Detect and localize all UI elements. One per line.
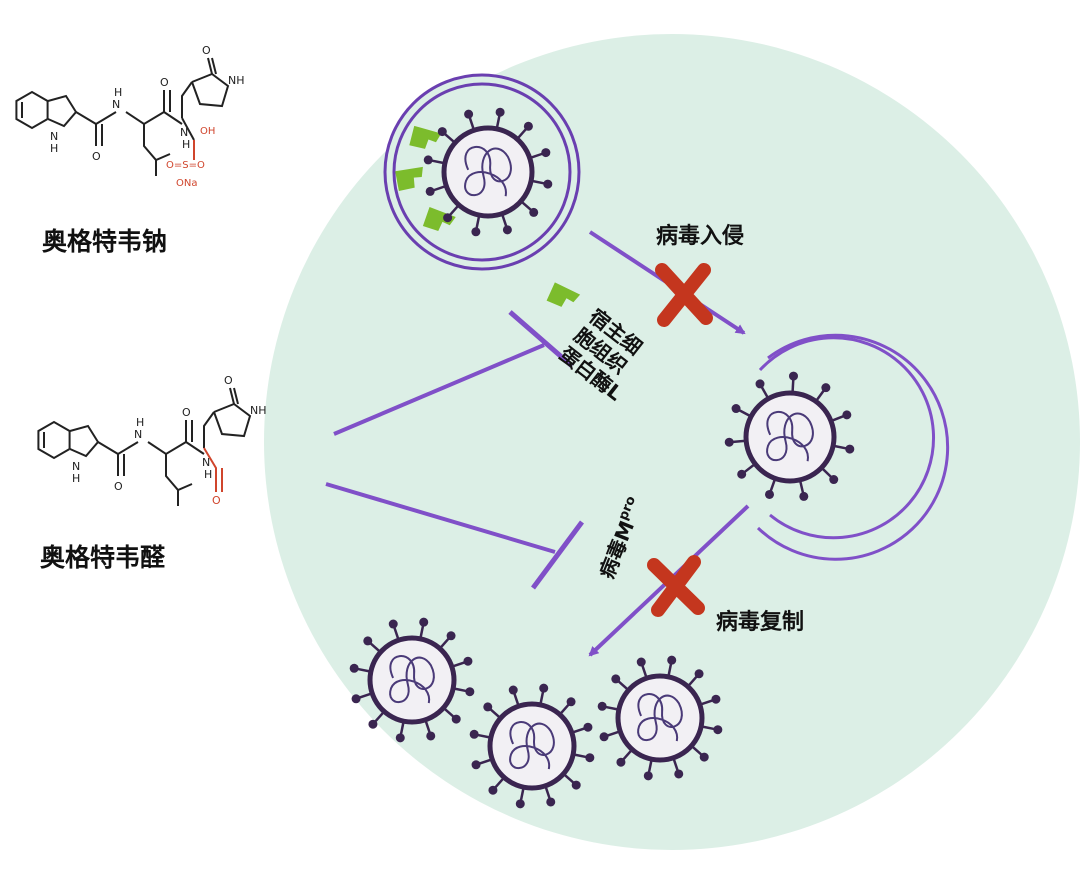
svg-text:O: O: [114, 480, 123, 493]
virus-in-endosome: [724, 371, 855, 501]
svg-text:H: H: [204, 468, 212, 481]
virus-progeny-2: [469, 683, 595, 809]
enzyme-3: [422, 207, 456, 231]
svg-text:O: O: [160, 76, 169, 89]
drug-label-sodium: 奥格特韦钠: [42, 227, 168, 256]
inhibition-host-enzyme: [333, 310, 574, 436]
virus-progeny-3: [597, 655, 723, 781]
block-cross-replication: [647, 555, 705, 617]
svg-text:ONa: ONa: [176, 178, 197, 189]
svg-text:N: N: [50, 130, 58, 143]
svg-text:H: H: [114, 86, 122, 99]
svg-text:N: N: [112, 98, 120, 111]
virus-progeny-1: [349, 617, 475, 743]
svg-text:H: H: [50, 142, 58, 155]
endosome: [756, 333, 950, 561]
svg-text:N: N: [72, 460, 80, 473]
enzyme-free: [546, 282, 581, 307]
svg-text:OH: OH: [200, 126, 215, 137]
svg-text:N: N: [202, 456, 210, 469]
virus-layer: [349, 371, 855, 809]
svg-text:N: N: [180, 126, 188, 139]
svg-text:O: O: [202, 44, 211, 57]
svg-text:O: O: [182, 406, 191, 419]
block-cross-invasion: [655, 263, 713, 327]
svg-text:H: H: [72, 472, 80, 485]
svg-text:O: O: [92, 150, 101, 163]
cathepsin-l-enzymes: [395, 125, 581, 307]
virus-invasion-label: 病毒入侵: [656, 224, 745, 249]
inhibition-viral-mpro: [325, 482, 585, 590]
svg-text:O: O: [224, 374, 233, 387]
virus-entering: [423, 107, 553, 237]
enzyme-2: [395, 166, 423, 192]
svg-text:N: N: [134, 428, 142, 441]
svg-text:O: O: [212, 494, 221, 507]
svg-text:O=S=O: O=S=O: [166, 160, 205, 171]
enzyme-1: [409, 125, 442, 149]
svg-text:H: H: [136, 416, 144, 429]
drug-label-aldehyde: 奥格特韦醛: [40, 543, 166, 572]
svg-text:NH: NH: [228, 74, 245, 87]
svg-text:NH: NH: [250, 404, 267, 417]
virus-replication-label: 病毒复制: [716, 610, 805, 635]
svg-text:H: H: [182, 138, 190, 151]
